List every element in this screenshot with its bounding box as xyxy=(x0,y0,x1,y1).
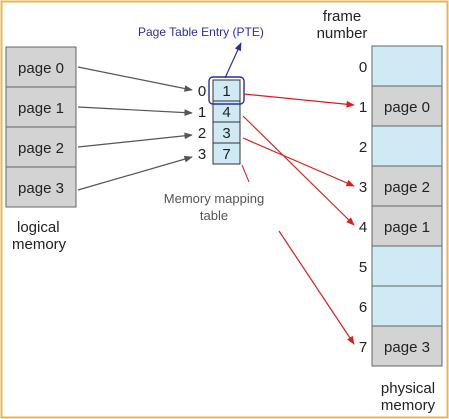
page-table-entry-2: 3 xyxy=(222,125,230,142)
physical-frame-1: page 0 xyxy=(371,85,443,127)
physical-memory-caption-line1: physical xyxy=(381,380,435,397)
logical-page-label: page 0 xyxy=(18,60,64,77)
arrow-entry0-to-frame1 xyxy=(243,93,355,108)
physical-memory: frame number page 0 page 2 page 1 xyxy=(317,8,443,414)
frame-number-header-line2: number xyxy=(317,25,368,42)
frame-content: page 3 xyxy=(384,339,430,356)
page-table-caption-line2: table xyxy=(200,208,228,223)
logical-memory: page 0 page 1 page 2 page 3 logical memo… xyxy=(5,46,77,253)
logical-memory-caption-line2: memory xyxy=(12,236,67,253)
page-table-entry-1: 4 xyxy=(222,104,230,121)
physical-frame-4: page 1 xyxy=(371,205,443,247)
arrow-page1-to-index1 xyxy=(77,106,193,116)
logical-page-label: page 3 xyxy=(18,180,64,197)
arrow-entry3-to-frame7 xyxy=(278,230,355,345)
page-table-index-0: 0 xyxy=(198,83,206,100)
arrow-page3-to-index3 xyxy=(77,155,193,191)
frame-number-5: 5 xyxy=(359,259,367,276)
physical-frame-7: page 3 xyxy=(371,325,443,367)
logical-page-1: page 1 xyxy=(5,86,77,128)
page-table-cell-3 xyxy=(212,142,241,165)
frame-number-7: 7 xyxy=(359,339,367,356)
frame-content: page 2 xyxy=(384,179,430,196)
arrow-entry1-to-frame4 xyxy=(242,115,355,226)
frame-content: page 1 xyxy=(384,219,430,236)
pte-label: Page Table Entry (PTE) xyxy=(138,25,264,39)
logical-page-0: page 0 xyxy=(5,46,77,88)
logical-page-label: page 1 xyxy=(18,100,64,117)
page-table-index-2: 2 xyxy=(198,125,206,142)
page-table: Page Table Entry (PTE) 1 4 3 7 0 1 2 3 M… xyxy=(138,25,264,223)
logical-page-label: page 2 xyxy=(18,140,64,157)
frame-number-1: 1 xyxy=(359,99,367,116)
arrow-entry2-to-frame3 xyxy=(242,137,355,187)
frame-number-4: 4 xyxy=(359,219,367,236)
logical-to-table-arrows xyxy=(77,66,193,191)
frame-number-header-line1: frame xyxy=(323,8,361,25)
logical-page-3: page 3 xyxy=(5,166,77,208)
arrow-page0-to-index0 xyxy=(77,66,193,92)
physical-frame-0 xyxy=(371,45,443,87)
page-table-entry-3: 7 xyxy=(222,146,230,163)
physical-memory-caption-line2: memory xyxy=(381,397,436,414)
pte-highlight xyxy=(208,76,245,105)
frame-number-6: 6 xyxy=(359,299,367,316)
pte-pointer-arrow xyxy=(224,42,242,79)
page-table-index-1: 1 xyxy=(198,104,206,121)
page-table-caption-line1: Memory mapping xyxy=(164,191,264,206)
physical-frame-3: page 2 xyxy=(371,165,443,207)
logical-page-2: page 2 xyxy=(5,126,77,168)
frame-content: page 0 xyxy=(384,99,430,116)
table-to-frame-arrows xyxy=(242,93,355,345)
frame-number-3: 3 xyxy=(359,179,367,196)
logical-memory-caption-line1: logical xyxy=(17,219,60,236)
frame-number-2: 2 xyxy=(359,139,367,156)
physical-frame-6 xyxy=(371,285,443,327)
page-table-entry-0: 1 xyxy=(222,83,230,100)
arrow-page2-to-index2 xyxy=(77,132,193,148)
physical-frame-2 xyxy=(371,125,443,167)
frame-number-0: 0 xyxy=(359,59,367,76)
physical-frame-5 xyxy=(371,245,443,287)
page-table-index-3: 3 xyxy=(198,146,206,163)
caption-pointer-line xyxy=(241,164,250,183)
